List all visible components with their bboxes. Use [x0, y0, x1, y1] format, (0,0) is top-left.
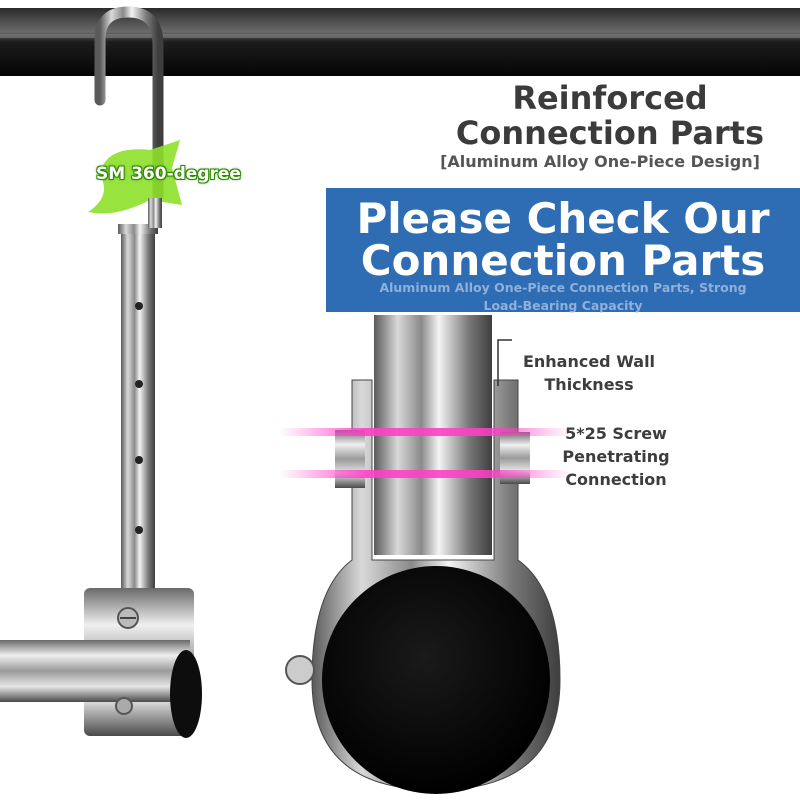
info-banner: Please Check Our Connection Parts Alumin…: [326, 188, 800, 313]
banner-sub-line-2: Load-Bearing Capacity: [483, 298, 643, 313]
rod-end-cap: [170, 650, 202, 738]
screw-callout-line-2: Penetrating: [562, 447, 670, 466]
rotation-badge: SM 360-degree: [96, 164, 241, 184]
hook: [94, 6, 164, 201]
rotation-arrow-icon: [88, 140, 182, 214]
wall-callout: Enhanced Wall Thickness: [506, 350, 672, 396]
title-subtitle: [Aluminum Alloy One-Piece Design]: [440, 152, 760, 171]
wall-callout-line-2: Thickness: [544, 375, 634, 394]
title-line-2: Connection Parts: [455, 114, 765, 152]
wall-callout-line-1: Enhanced Wall: [522, 352, 656, 371]
title-line-1: Reinforced: [512, 79, 708, 117]
screw-callout: 5*25 Screw Penetrating Connection: [548, 422, 684, 491]
screw-highlight-bottom: [280, 470, 570, 478]
screw-callout-line-1: 5*25 Screw: [565, 424, 667, 443]
vertical-rod: [121, 225, 155, 595]
top-rail: [0, 8, 800, 76]
screw-highlight-top: [280, 428, 570, 436]
banner-line-1: Please Check Our: [356, 194, 770, 243]
banner-sub-line-1: Aluminum Alloy One-Piece Connection Part…: [379, 280, 747, 295]
banner-line-2: Connection Parts: [360, 236, 766, 285]
horizontal-rod: [0, 640, 190, 702]
wall-leader-line: [497, 339, 512, 386]
screw-callout-line-3: Connection: [565, 470, 667, 489]
